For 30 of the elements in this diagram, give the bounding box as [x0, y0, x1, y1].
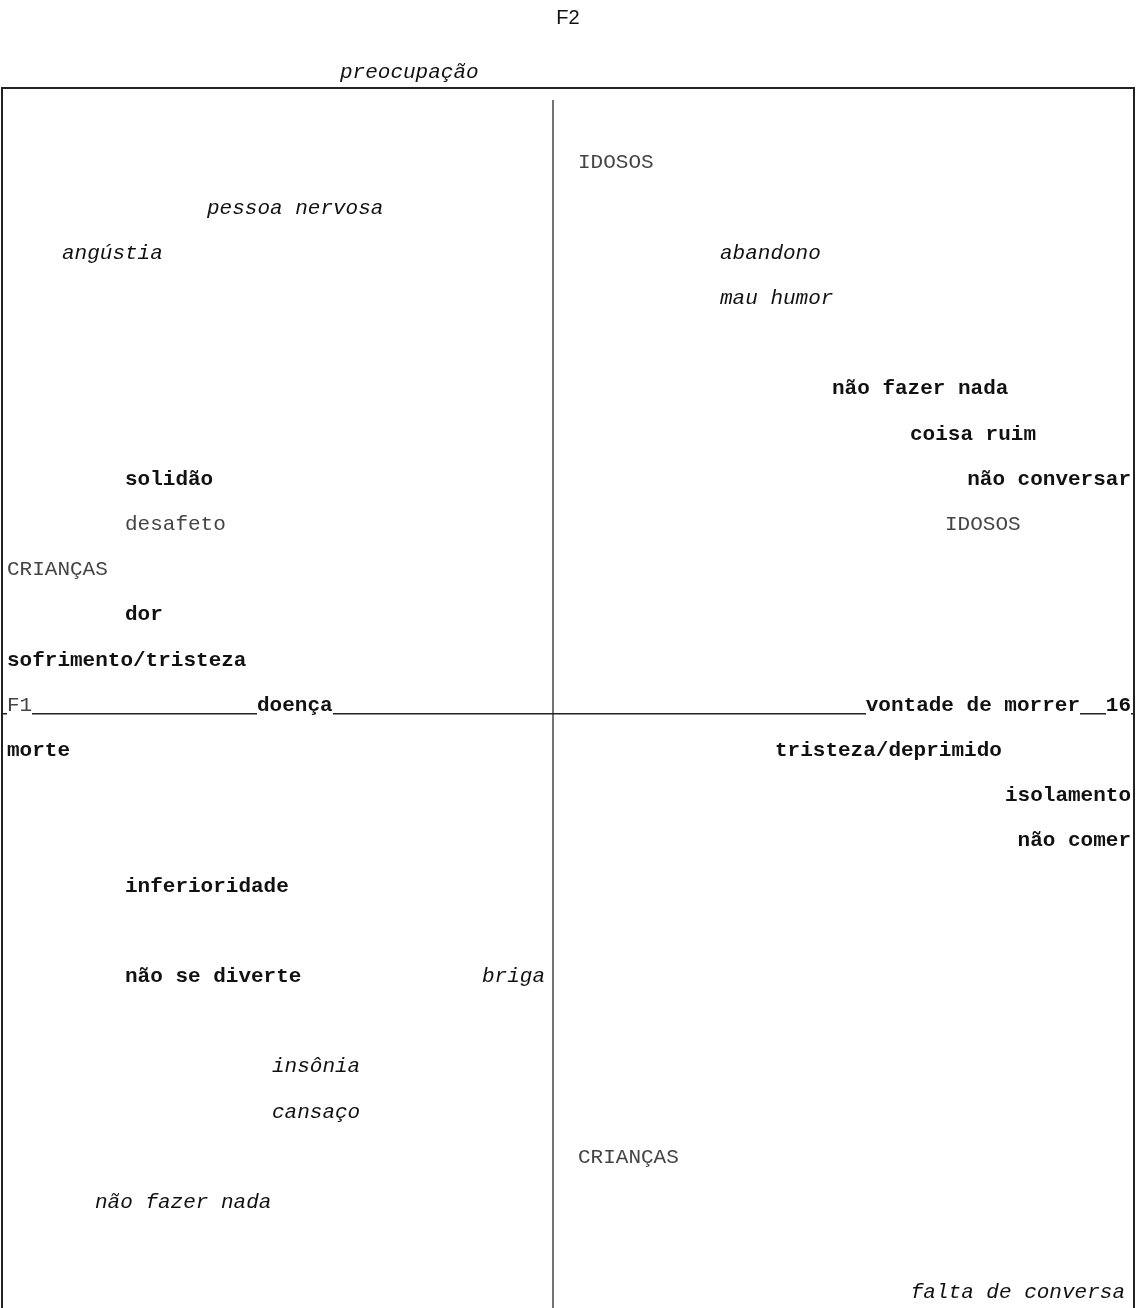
word-label: briga: [482, 965, 545, 987]
word-label: coisa ruim: [910, 423, 1037, 445]
group-label: CRIANÇAS: [578, 1146, 679, 1168]
word-label: insônia: [272, 1055, 361, 1077]
group-label: IDOSOS: [578, 151, 654, 173]
axis-title: F2: [556, 7, 580, 27]
word-label: morte: [7, 739, 70, 761]
word-label: inferioridade: [125, 875, 289, 897]
group-label: CRIANÇAS: [7, 558, 108, 580]
word-label: não comer: [1017, 829, 1131, 851]
word-label: vontade de morrer: [865, 694, 1080, 716]
word-label: não fazer nada: [95, 1191, 272, 1213]
word-label: isolamento: [1004, 784, 1131, 806]
group-label: IDOSOS: [945, 513, 1021, 535]
word-label: sofrimento/tristeza: [7, 649, 247, 671]
word-label: dor: [125, 603, 163, 625]
word-label: doença: [257, 694, 333, 716]
word-label: pessoa nervosa: [207, 197, 384, 219]
word-label: solidão: [125, 468, 214, 490]
word-label: não fazer nada: [832, 377, 1009, 399]
word-label: não se diverte: [125, 965, 302, 987]
word-label: cansaço: [272, 1101, 361, 1123]
word-label: desafeto: [125, 513, 226, 535]
word-label: abandono: [720, 242, 821, 264]
word-label: mau humor: [720, 287, 834, 309]
word-label: não conversar: [967, 468, 1131, 490]
word-label: preocupação: [340, 61, 479, 83]
word-label: angústia: [62, 242, 163, 264]
word-label: falta de conversa: [910, 1281, 1125, 1303]
word-label: tristeza/deprimido: [775, 739, 1002, 761]
